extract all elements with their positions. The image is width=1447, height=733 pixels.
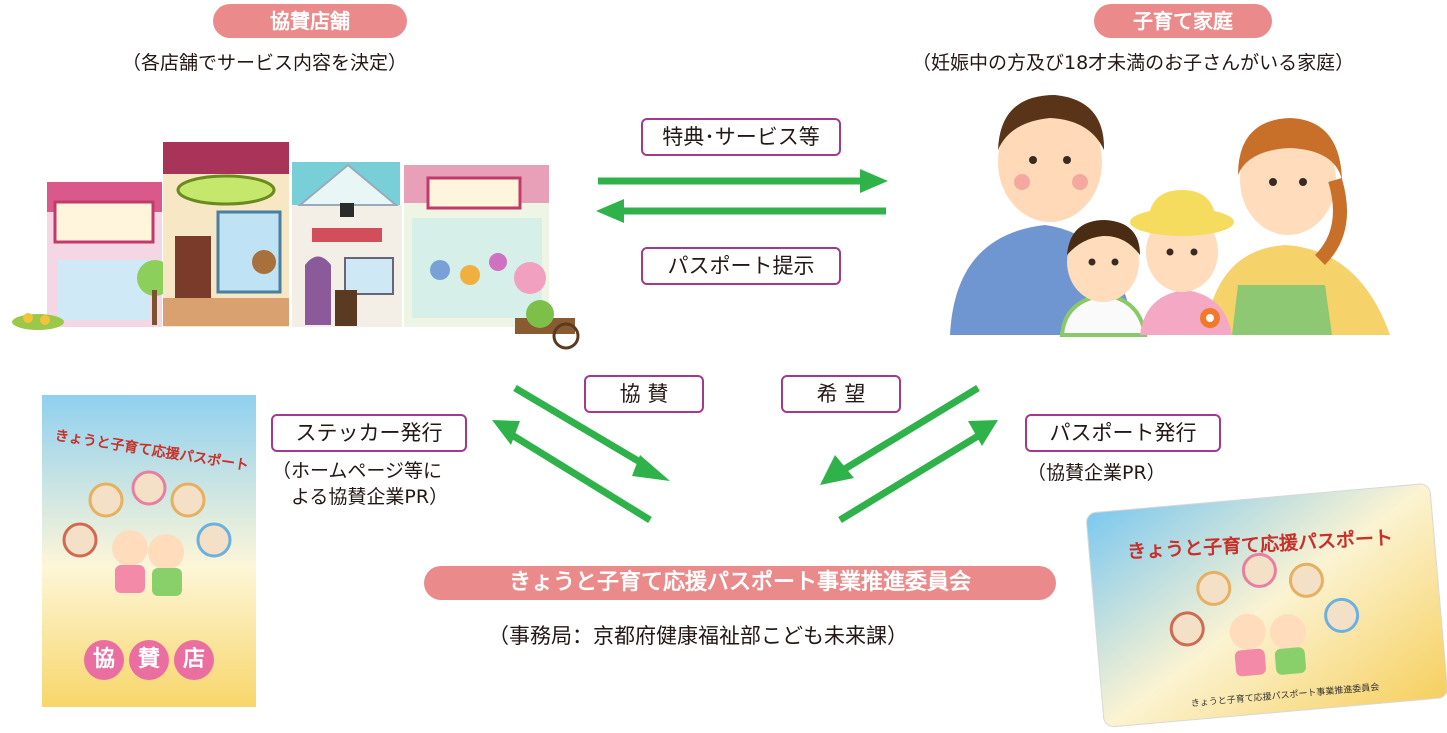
passport-show-label: パスポート提示 [641, 247, 841, 285]
left-flow-arrows [492, 384, 670, 523]
request-label: 希 望 [781, 375, 901, 413]
passport-issue-label: パスポート発行 [1025, 414, 1221, 452]
committee-title: きょうと子育て応援パスポート事業推進委員会 [424, 566, 1056, 600]
right-flow-arrows [820, 385, 998, 523]
sticker-issue-label: ステッカー発行 [271, 414, 467, 452]
passport-note: （協賛企業PR） [1027, 462, 1166, 484]
stores-title: 協賛店舗 [213, 4, 407, 38]
families-title: 子育て家庭 [1094, 4, 1272, 38]
families-subtitle: （妊娠中の方及び18才未満のお子さんがいる家庭） [912, 52, 1355, 74]
family-illustration [950, 95, 1390, 337]
sticker-badge-2: 賛 [137, 647, 160, 672]
sticker-note: （ホームページ等に よる協賛企業PR） [272, 460, 449, 508]
sticker-badge-1: 協 [92, 647, 115, 672]
passport-card [1086, 483, 1447, 728]
exchange-arrows [596, 169, 888, 223]
sticker-badge-3: 店 [182, 647, 205, 672]
benefit-label: 特典･サービス等 [641, 118, 841, 156]
sticker-card [42, 395, 256, 707]
sponsor-label: 協 賛 [584, 375, 704, 413]
stores-subtitle: （各店舗でサービス内容を決定） [122, 52, 408, 74]
shops-illustration [12, 142, 580, 350]
committee-subtitle: （事務局：京都府健康福祉部こども未来課） [488, 624, 908, 648]
